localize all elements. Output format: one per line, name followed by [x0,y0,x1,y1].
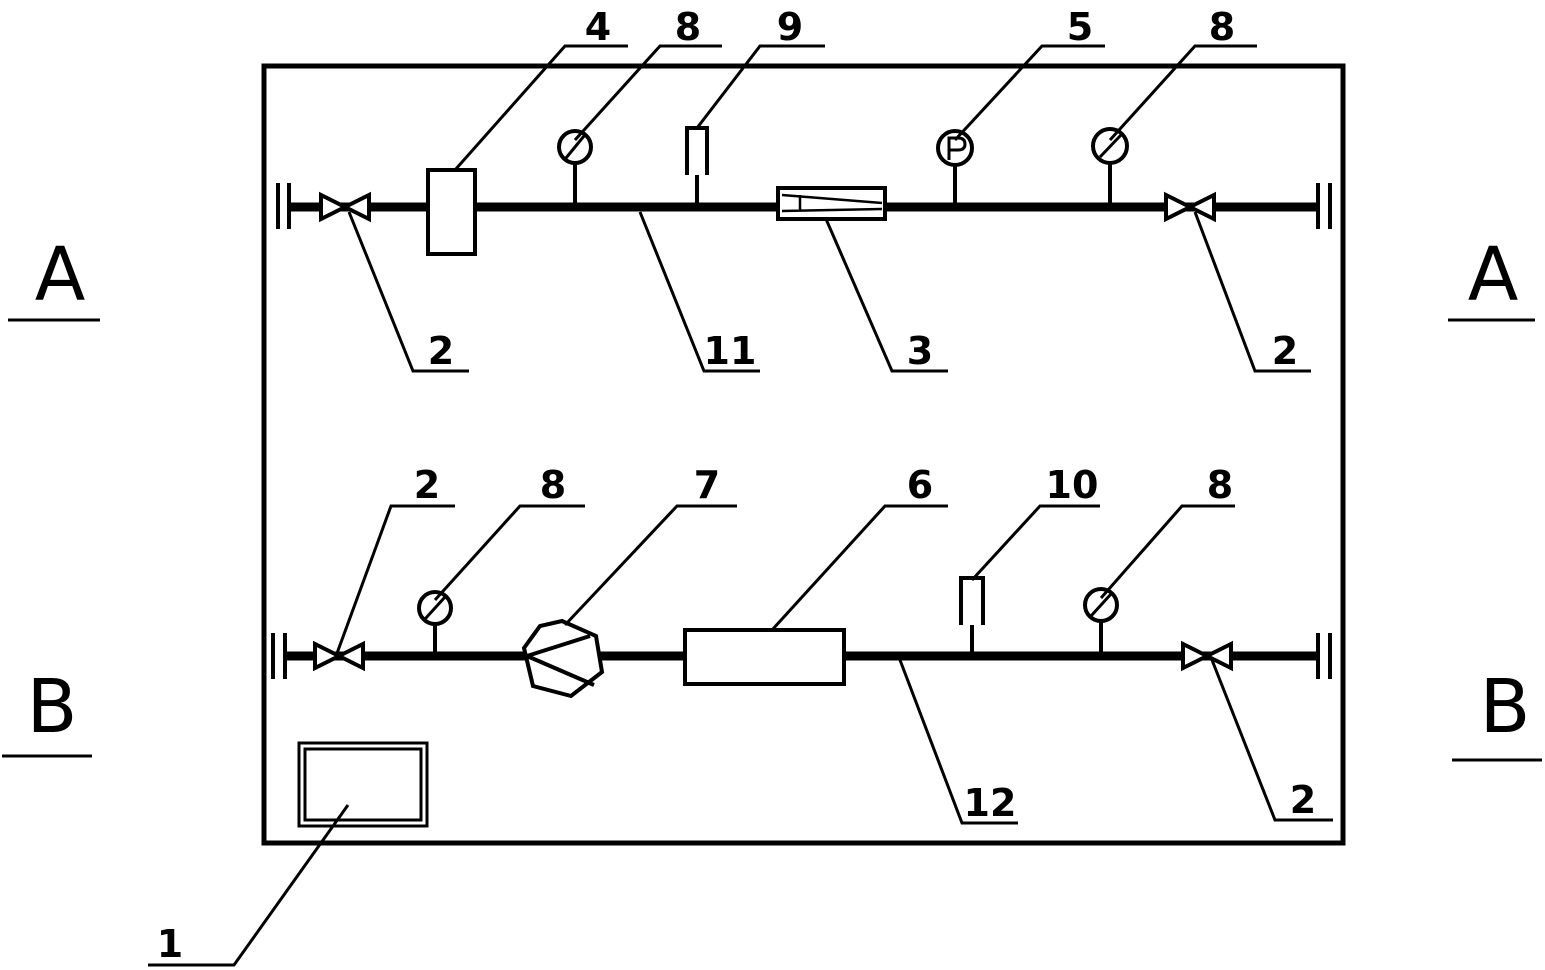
valve-lower-left [313,640,365,672]
callout-2-upper-right: 2 [1272,329,1298,373]
callout-9: 9 [777,5,803,49]
section-label-b-left: B [27,664,78,750]
callout-12: 12 [964,781,1017,825]
callout-2-lower-right: 2 [1290,778,1316,822]
callout-7: 7 [694,463,720,507]
callout-5: 5 [1067,5,1093,49]
valve-upper-right [1164,191,1216,223]
section-mark-b-right: B [1452,664,1542,762]
section-label-a-left: A [35,232,86,318]
probe-icon-10 [959,576,985,656]
probe-icon-9 [685,126,709,207]
callout-4: 4 [585,5,611,49]
callout-11: 11 [704,329,757,373]
valve-upper-left [319,191,371,223]
enclosure-frame [261,63,1346,846]
callout-2-lower-left: 2 [414,463,440,507]
component-1-box [297,741,429,828]
callout-1: 1 [157,922,183,966]
component-4-box [426,168,477,256]
gauge-icon-upper-left [557,129,593,207]
section-label-a-right: A [1468,232,1519,318]
callout-10: 10 [1046,463,1099,507]
section-mark-a-right: A [1448,232,1535,322]
gauge-icon-lower-right [1083,587,1119,656]
upper-pipeline [276,126,1332,256]
pressure-gauge-icon-5 [936,129,974,207]
gauge-icon-lower-left [417,590,453,656]
section-label-b-right: B [1480,664,1531,750]
component-6-box [683,628,846,686]
callout-8-lower-right: 8 [1207,463,1233,507]
section-mark-b-left: B [2,664,92,758]
component-3-venturi [776,186,887,221]
valve-lower-right [1181,640,1233,672]
callout-6: 6 [907,463,933,507]
callout-8-lower-left: 8 [540,463,566,507]
callout-2-upper-left: 2 [428,329,454,373]
pump-icon-7 [521,618,605,699]
callout-numbers: 4 8 9 5 8 2 11 3 2 2 8 7 6 10 8 12 2 1 [157,5,1316,966]
lower-pipeline [271,576,1332,699]
callout-8-upper-right: 8 [1209,5,1235,49]
section-mark-a-left: A [8,232,100,322]
gauge-icon-upper-right [1091,127,1129,207]
callout-3: 3 [907,329,933,373]
leader-lines [148,44,1333,967]
callout-8-upper-left: 8 [675,5,701,49]
